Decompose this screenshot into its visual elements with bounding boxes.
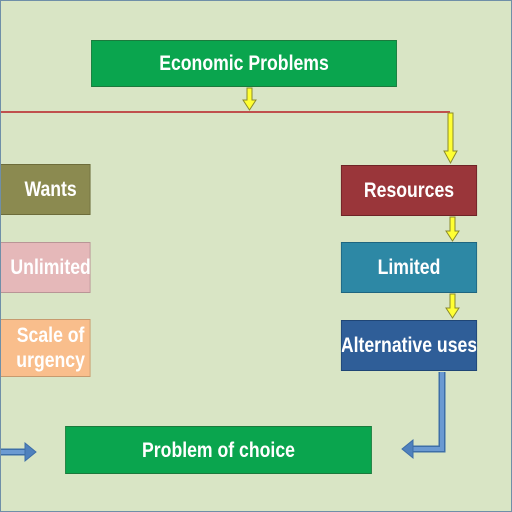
unlimited-label: Unlimited <box>10 256 91 279</box>
down-arrow-icon <box>445 216 460 242</box>
scale-of-urgency-label: Scale of urgency <box>16 323 85 373</box>
scale-of-urgency-box: Scale of urgency <box>0 319 91 377</box>
problem-of-choice-label: Problem of choice <box>142 438 295 462</box>
wants-label: Wants <box>24 178 77 201</box>
down-arrow-icon <box>443 112 458 165</box>
alternative-uses-label: Alternative uses <box>340 334 478 357</box>
unlimited-box: Unlimited <box>0 242 91 293</box>
down-arrow-icon <box>445 293 460 319</box>
scale-label-line1: Scale of <box>16 324 85 347</box>
elbow-arrow-icon <box>401 372 446 460</box>
resources-label: Resources <box>363 179 455 202</box>
problem-of-choice-box: Problem of choice <box>65 426 372 474</box>
economic-problems-label: Economic Problems <box>159 52 329 75</box>
right-arrow-icon <box>0 441 37 463</box>
limited-label: Limited <box>377 256 441 279</box>
wants-box: Wants <box>0 164 91 215</box>
economic-problems-box: Economic Problems <box>91 40 397 87</box>
limited-box: Limited <box>340 242 478 293</box>
down-arrow-icon <box>242 87 257 111</box>
alternative-uses-box: Alternative uses <box>340 320 478 371</box>
scale-label-line2: urgency <box>16 349 85 372</box>
resources-box: Resources <box>340 165 478 216</box>
